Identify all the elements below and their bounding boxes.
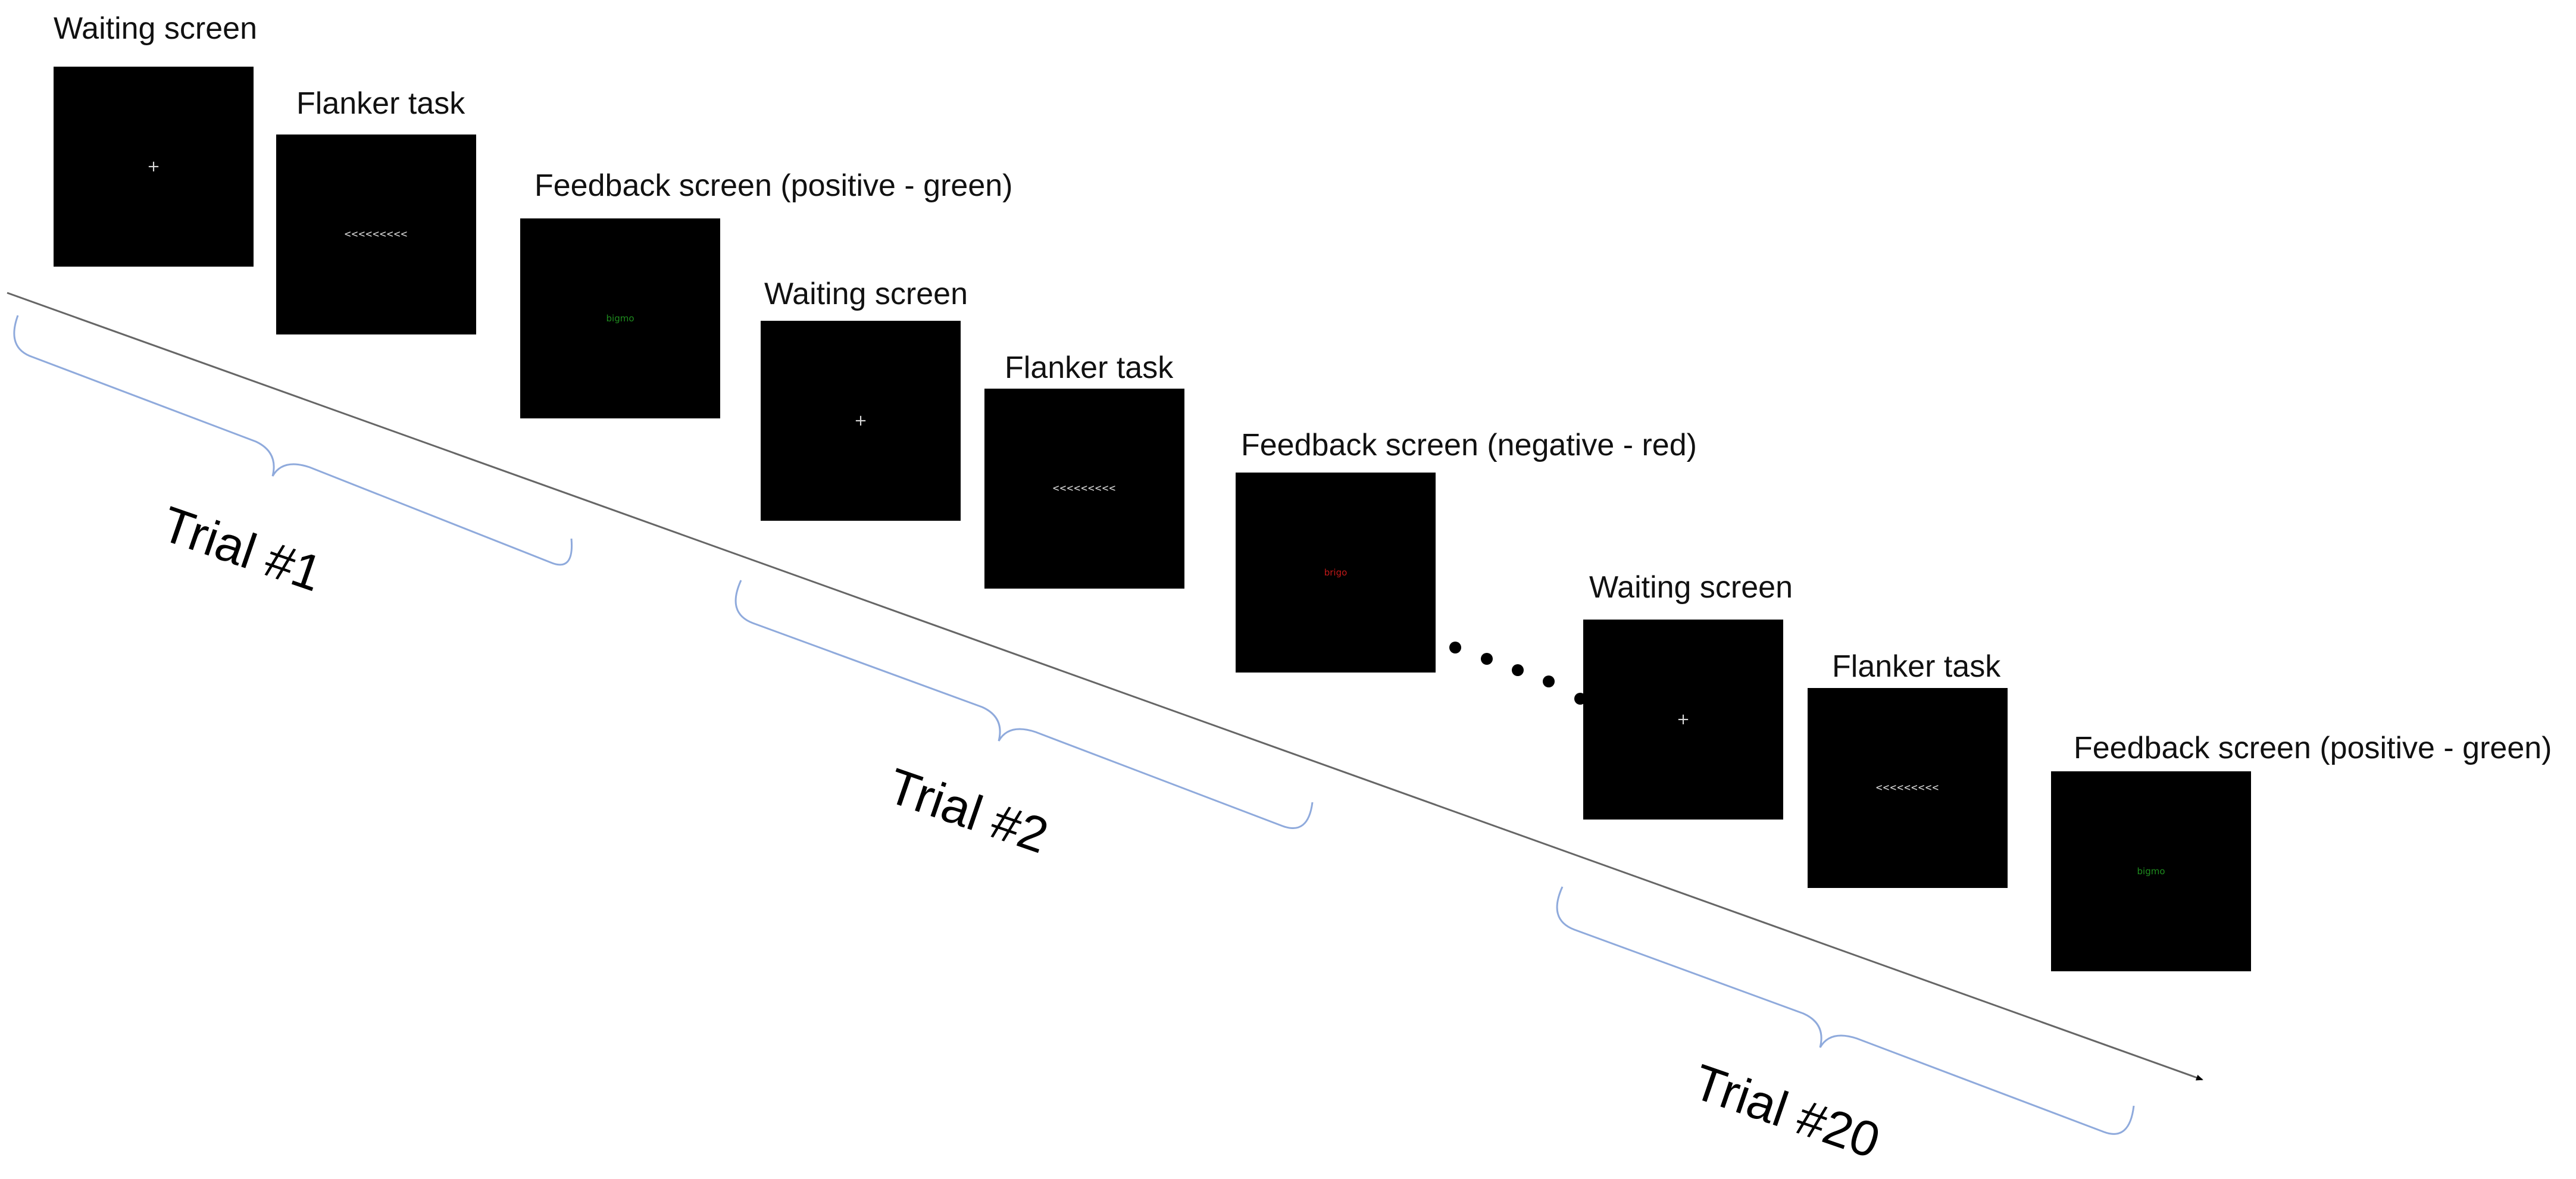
- fixation-cross: +: [1677, 711, 1690, 728]
- trial-20-brace: [1556, 886, 2135, 1135]
- fixation-cross: +: [854, 412, 867, 430]
- flanker-arrows: <<<<<<<<<: [1052, 482, 1117, 495]
- fixation-cross: +: [147, 158, 160, 176]
- screen-label: Waiting screen: [54, 11, 257, 46]
- timeline-arrow: [7, 292, 2203, 1081]
- trial-1-brace: [13, 315, 573, 566]
- feedback-screen-positive: bigmo: [520, 218, 720, 418]
- feedback-screen-negative: brigo: [1236, 473, 1436, 673]
- feedback-word: bigmo: [2137, 865, 2165, 877]
- ellipsis-dots: [1449, 642, 1586, 705]
- waiting-screen: +: [54, 67, 254, 267]
- ellipsis-dot: [1543, 675, 1555, 687]
- screen-label: Flanker task: [1005, 351, 1174, 385]
- flanker-screen: <<<<<<<<<: [984, 389, 1184, 589]
- ellipsis-dot: [1481, 653, 1493, 665]
- feedback-word: brigo: [1324, 567, 1348, 578]
- screen-label: Waiting screen: [764, 277, 968, 311]
- ellipsis-dot: [1512, 664, 1524, 676]
- flanker-screen: <<<<<<<<<: [1808, 688, 2008, 888]
- screen-label: Waiting screen: [1589, 570, 1793, 605]
- screen-label: Feedback screen (positive - green): [534, 168, 1013, 203]
- trial-2-brace: [734, 580, 1314, 830]
- waiting-screen: +: [761, 321, 961, 521]
- screen-label: Flanker task: [296, 86, 465, 121]
- feedback-screen-positive: bigmo: [2051, 771, 2251, 971]
- screen-label: Feedback screen (negative - red): [1241, 428, 1697, 462]
- waiting-screen: +: [1583, 620, 1783, 820]
- ellipsis-dot: [1449, 642, 1461, 653]
- screen-label: Feedback screen (positive - green): [2074, 731, 2552, 765]
- feedback-word: bigmo: [606, 312, 634, 324]
- flanker-arrows: <<<<<<<<<: [1875, 781, 1940, 794]
- screen-label: Flanker task: [1832, 649, 2001, 684]
- flanker-arrows: <<<<<<<<<: [344, 228, 408, 240]
- flanker-screen: <<<<<<<<<: [276, 135, 476, 334]
